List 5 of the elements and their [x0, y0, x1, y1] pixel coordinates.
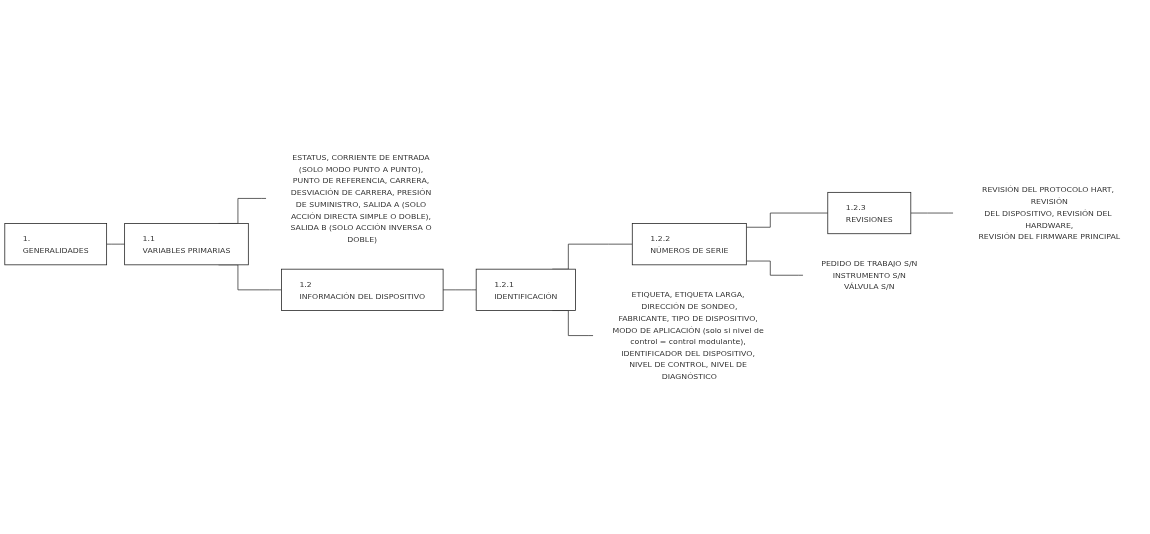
connector: [745, 260, 804, 276]
connector: [745, 212, 829, 228]
connector: [106, 243, 125, 245]
connector: [910, 212, 954, 214]
connector: [442, 289, 477, 291]
